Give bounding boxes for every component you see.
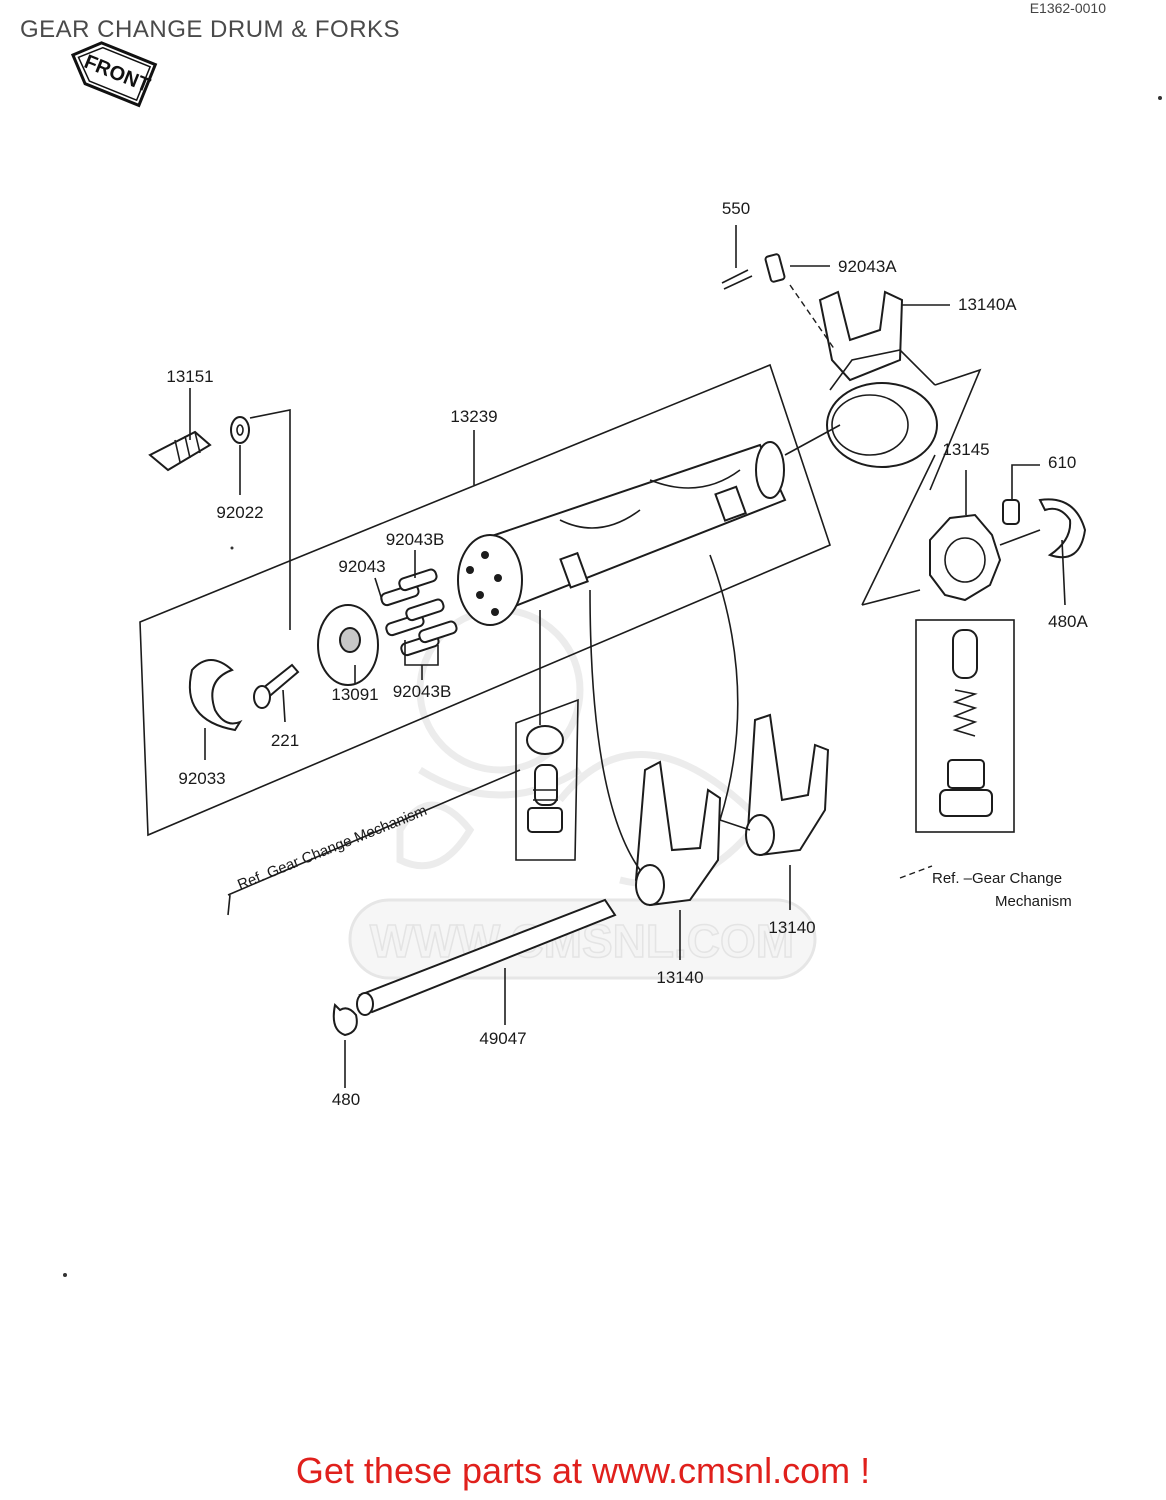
callout-13140-left: 13140	[656, 968, 703, 987]
callout-92022: 92022	[216, 503, 263, 522]
callout-92043B-upper: 92043B	[386, 530, 445, 549]
callout-13140A: 13140A	[958, 295, 1017, 314]
drum-pins	[380, 568, 458, 657]
front-direction-arrow: FRONT	[70, 41, 158, 108]
callout-13151: 13151	[166, 367, 213, 386]
circlip-480A	[1038, 498, 1087, 559]
cotter-pin	[721, 269, 753, 290]
detent-assembly-left	[515, 698, 579, 861]
callout-92043A: 92043A	[838, 257, 897, 276]
callout-92043: 92043	[338, 557, 385, 576]
exploded-parts-diagram: WWW.CMSNL.COM FRONT	[63, 41, 1162, 1277]
callout-13145: 13145	[942, 440, 989, 459]
neutral-switch	[148, 430, 212, 472]
washer-92022	[230, 416, 250, 444]
pin-plate	[317, 604, 379, 686]
callout-221: 221	[271, 731, 299, 750]
guide-pin-92043A	[764, 253, 786, 283]
circlip-480	[332, 1002, 358, 1037]
shift-drum	[457, 441, 787, 626]
get-parts-link[interactable]: Get these parts at www.cmsnl.com !	[295, 1450, 871, 1491]
callout-13140-right: 13140	[768, 918, 815, 937]
shift-fork-lower-right	[745, 713, 830, 857]
diagram-reference-code: E1362-0010	[1029, 0, 1106, 16]
callout-92043B-lower: 92043B	[393, 682, 452, 701]
note-ref-gear-change-right-line1: Ref. –Gear Change	[932, 870, 1062, 887]
callout-13091: 13091	[331, 685, 378, 704]
fork-shaft	[356, 898, 617, 1016]
shift-fork-upper	[818, 290, 938, 468]
note-ref-gear-change-right-line2: Mechanism	[995, 893, 1072, 910]
callout-480A: 480A	[1048, 612, 1088, 631]
page-title: GEAR CHANGE DRUM & FORKS	[20, 16, 401, 43]
callout-92033: 92033	[178, 769, 225, 788]
detent-assembly-right	[915, 619, 1015, 833]
callout-550: 550	[722, 199, 750, 218]
dowel-pin-610	[1002, 499, 1020, 525]
drum-assembly-outline	[139, 363, 831, 837]
leader-lines	[189, 225, 1066, 1088]
screw-221	[253, 663, 300, 709]
cmsnl-watermark: WWW.CMSNL.COM	[348, 606, 817, 980]
callout-610: 610	[1048, 453, 1076, 472]
callout-49047: 49047	[479, 1029, 526, 1048]
callout-13239: 13239	[450, 407, 497, 426]
drum-star-plate	[929, 513, 1002, 602]
shift-fork-lower-left	[634, 760, 722, 907]
callout-480: 480	[332, 1090, 360, 1109]
circlip-92033	[188, 659, 243, 732]
